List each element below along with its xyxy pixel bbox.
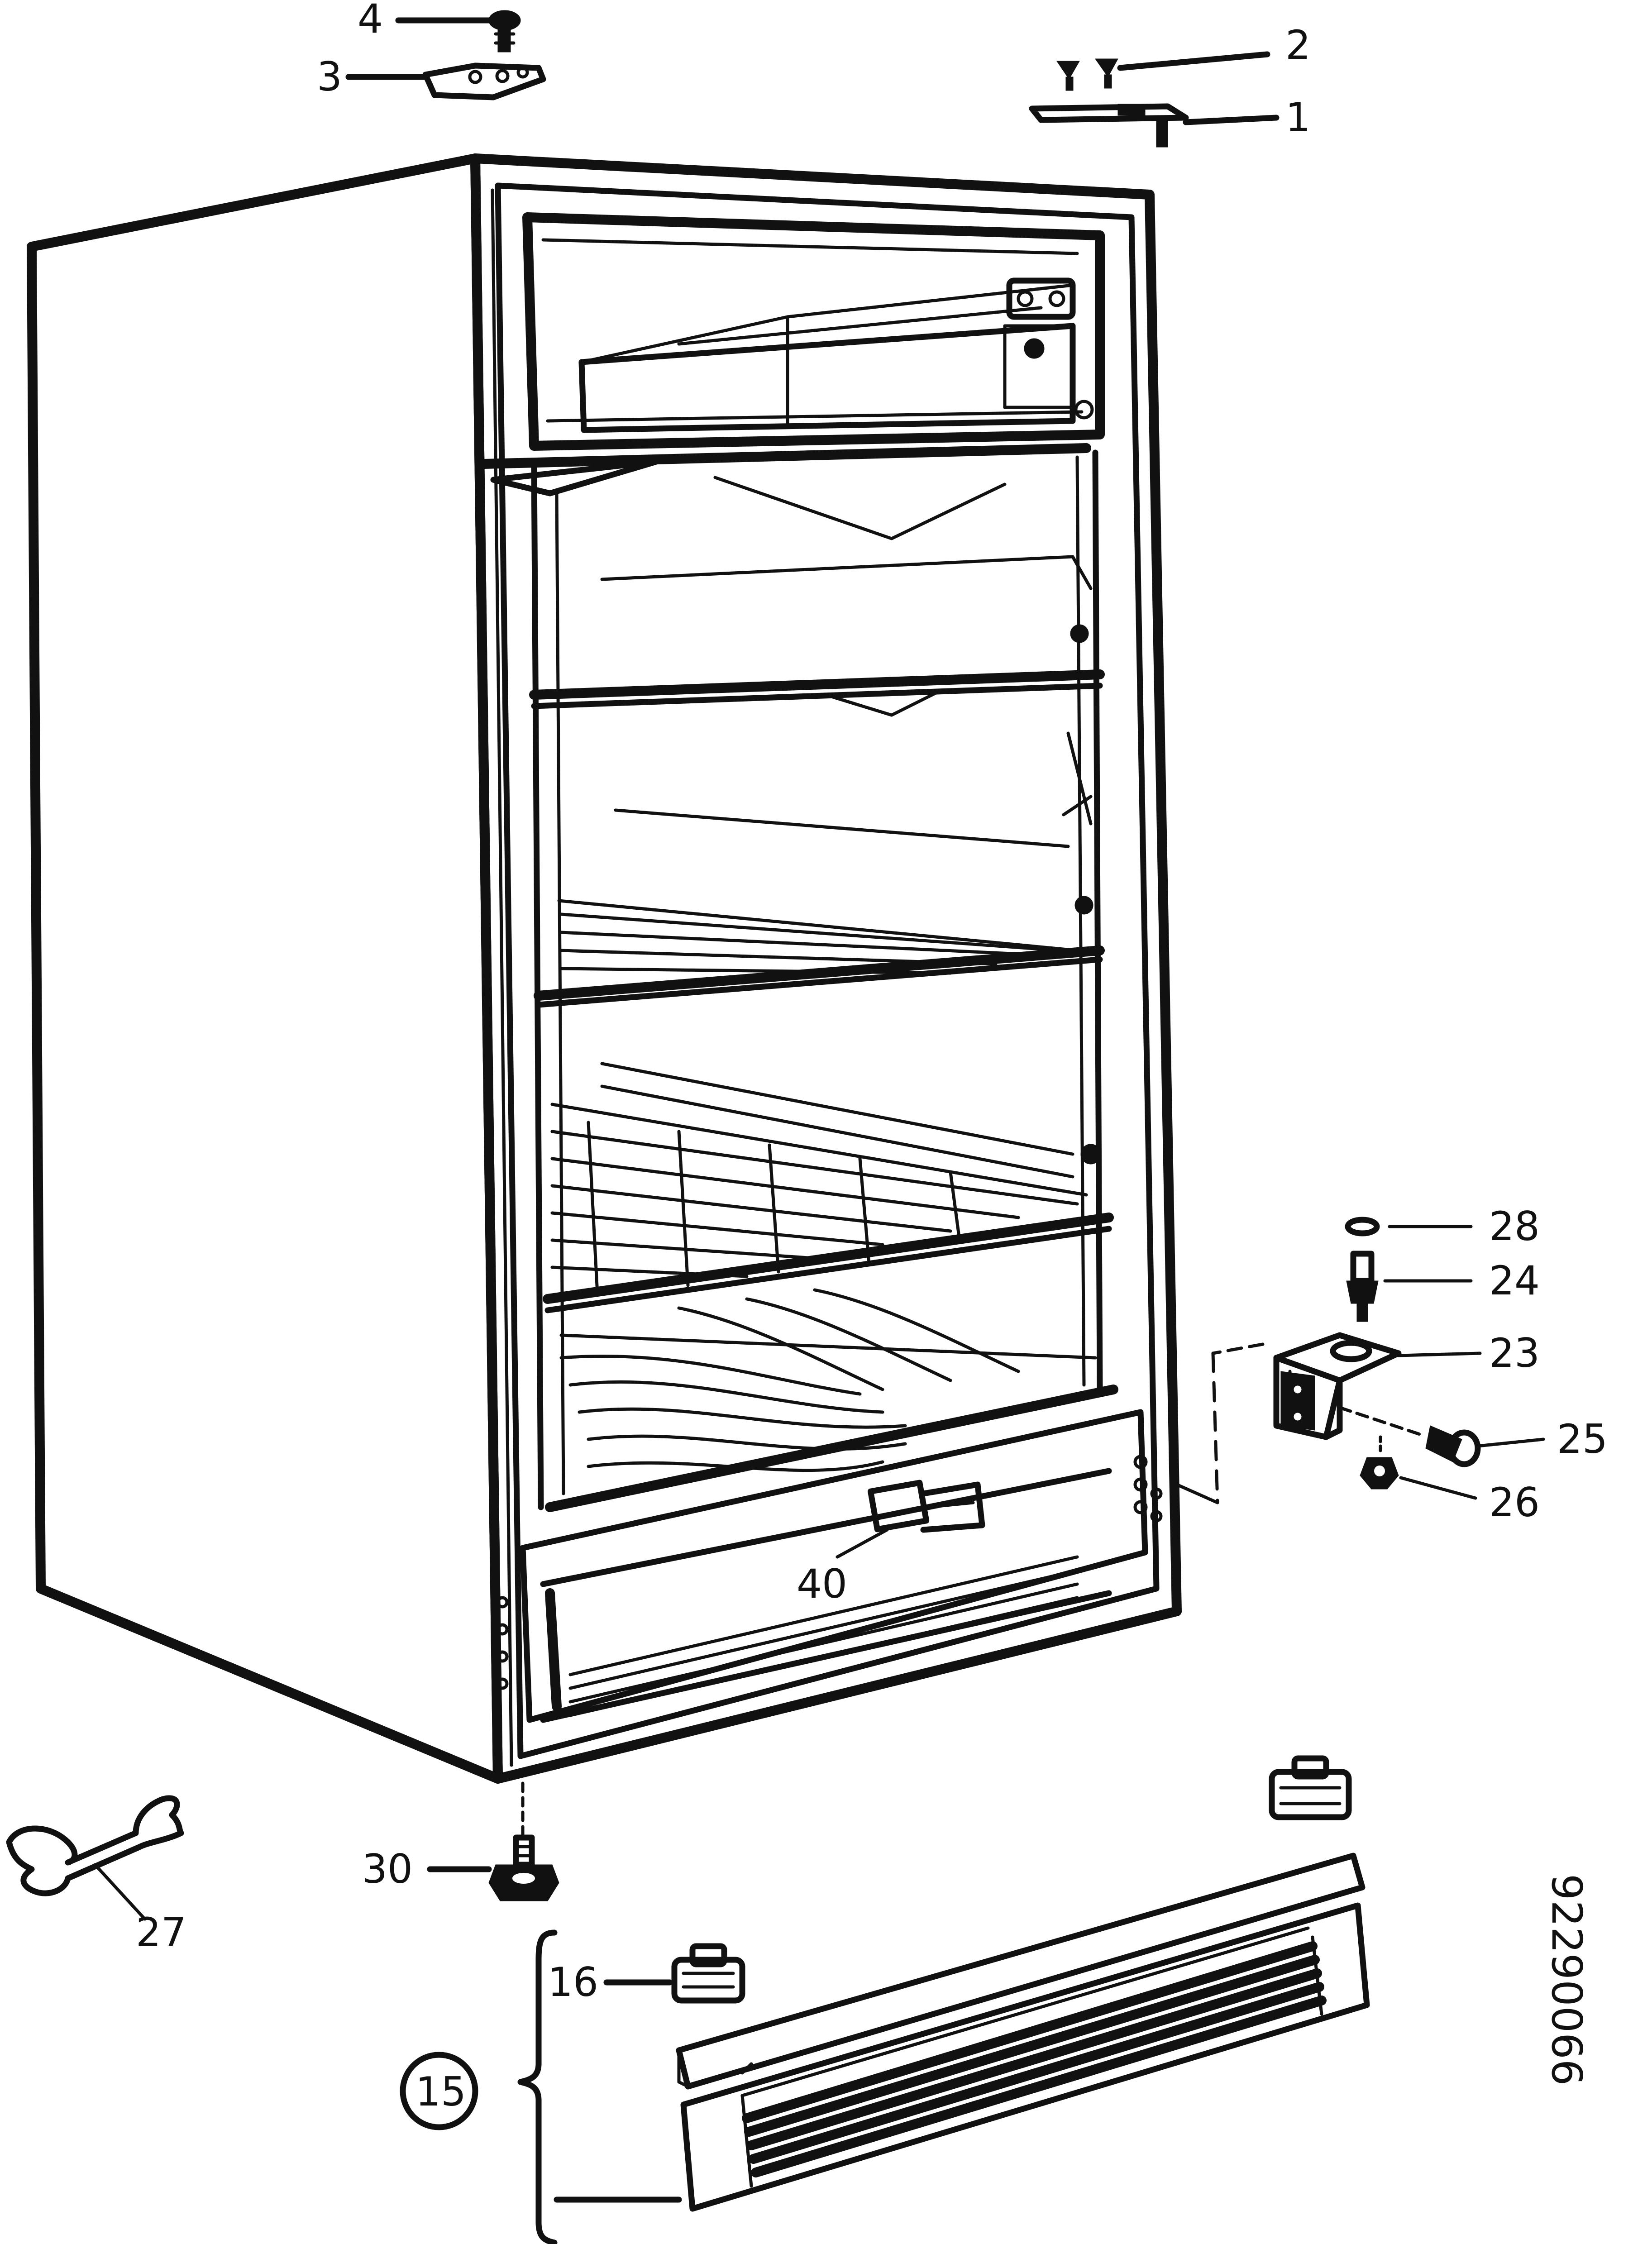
part-16-clip: 16: [548, 1943, 745, 2005]
bottom-vent-area: [496, 1409, 1163, 1723]
part-30-adjustable-foot: 30: [362, 1781, 559, 1901]
callout-27: 27: [136, 1909, 186, 1956]
part-25-screw: 25: [1338, 1406, 1608, 1467]
part-27-spanner: 27: [6, 1795, 186, 1956]
part-28-washer: 28: [1345, 1203, 1540, 1250]
cabinet-body: [27, 153, 1182, 1784]
part-1-hinge: 1: [1029, 94, 1311, 148]
cooling-coil: [545, 1288, 1118, 1512]
part-15-vent-grille: 15: [400, 1852, 1370, 2244]
part-40-latch: 40: [797, 1480, 985, 1607]
part-3-hinge-plate: 3: [317, 53, 546, 100]
callout-26: 26: [1489, 1479, 1540, 1526]
callout-28: 28: [1489, 1203, 1540, 1250]
part-23-hinge-bracket: 23: [1175, 1330, 1540, 1504]
callout-2: 2: [1285, 22, 1311, 68]
callout-24: 24: [1489, 1257, 1540, 1304]
callout-4: 4: [358, 0, 383, 42]
callout-1: 1: [1285, 94, 1311, 141]
part-4-screw: 4: [358, 0, 521, 53]
callout-16: 16: [548, 1959, 598, 2005]
callout-40: 40: [797, 1561, 847, 1607]
part-2-pins: 2: [1056, 22, 1311, 91]
fridge-interior: [479, 443, 1118, 1512]
part-24-bolt: 24: [1346, 1251, 1540, 1322]
callout-25: 25: [1557, 1416, 1608, 1462]
wire-shelf-lower: [543, 1103, 1114, 1313]
callout-3: 3: [317, 53, 342, 100]
spare-clip-upper: [1269, 1755, 1352, 1820]
diagram-reference-code: 92290066: [1542, 1874, 1591, 2086]
callout-15: 15: [415, 2068, 466, 2115]
callout-30: 30: [362, 1846, 413, 1892]
callout-23: 23: [1489, 1330, 1540, 1376]
wire-shelf-upper: [534, 899, 1105, 1008]
freezer-compartment: [522, 212, 1105, 451]
part-26-nut: 26: [1360, 1435, 1540, 1526]
